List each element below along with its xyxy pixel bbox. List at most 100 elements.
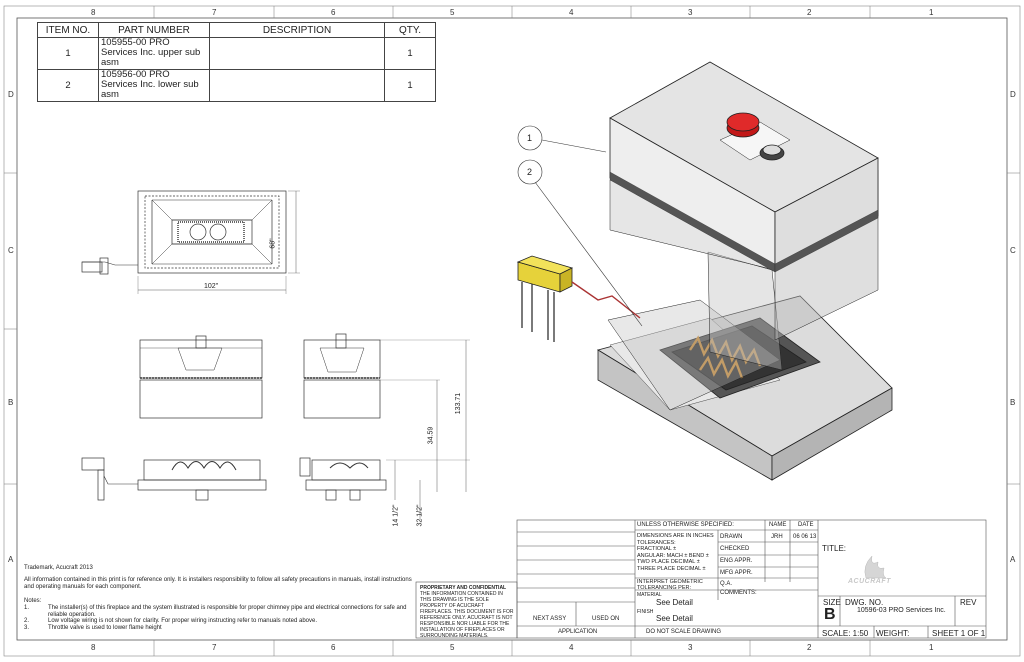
zone-bottom-6: 6 — [331, 643, 336, 652]
tb-size-label: SIZE — [823, 598, 841, 607]
tb-rev-label: REV — [960, 598, 977, 607]
tb-name-header: NAME — [769, 522, 787, 528]
tb-material-value: See Detail — [656, 598, 693, 607]
tb-date-header: DATE — [798, 522, 814, 528]
tb-comments: COMMENTS: — [720, 590, 757, 596]
proprietary-body: THE INFORMATION CONTAINED IN THIS DRAWIN… — [420, 591, 514, 639]
bom-qty: 1 — [384, 69, 436, 102]
zone-bottom-5: 5 — [450, 643, 455, 652]
note-item: 1. The installer(s) of this fireplace an… — [24, 605, 414, 618]
dim-height-total: 133.71 — [455, 392, 463, 415]
notes-title: Notes: — [24, 598, 42, 604]
balloon-2: 2 — [527, 167, 533, 177]
note-item: 2. Low voltage wiring is not shown for c… — [24, 618, 414, 625]
bom-part: 105956-00 PRO Services Inc. lower sub as… — [98, 69, 210, 102]
tb-size: B — [824, 606, 836, 623]
balloon-leaders — [517, 125, 643, 327]
zone-right-d: D — [1010, 90, 1016, 99]
zone-top-4: 4 — [569, 8, 574, 17]
dim-h2: 32 1/2" — [416, 504, 424, 527]
front-view — [139, 333, 470, 492]
title-block-grid — [415, 519, 987, 639]
tb-weight: WEIGHT: — [876, 629, 910, 638]
proprietary-title: PROPRIETARY AND CONFIDENTIAL — [420, 585, 507, 591]
tb-next-assy: NEXT ASSY — [533, 616, 567, 622]
bom-qty: 1 — [384, 37, 436, 70]
dim-width: 102" — [204, 283, 219, 290]
note-number: 1. — [24, 605, 30, 611]
zone-top-8: 8 — [91, 8, 96, 17]
zone-top-6: 6 — [331, 8, 336, 17]
bom-description — [209, 37, 385, 70]
bom-part: 105955-00 PRO Services Inc. upper sub as… — [98, 37, 210, 70]
dim-height-mid: 34.59 — [427, 426, 435, 445]
logo-text: ACUCRAFT — [848, 578, 891, 585]
zone-top-7: 7 — [212, 8, 217, 17]
zone-right-a: A — [1010, 555, 1016, 564]
bom-row: 1 105955-00 PRO Services Inc. upper sub … — [37, 37, 436, 70]
balloon-1: 1 — [527, 133, 533, 143]
zone-top-1: 1 — [929, 8, 934, 17]
note-text: The installer(s) of this fireplace and t… — [48, 605, 407, 618]
tb-unless: UNLESS OTHERWISE SPECIFIED: — [637, 522, 734, 528]
trademark: Trademark, Acucraft 2013 — [24, 565, 93, 571]
dim-h1: 14 1/2" — [392, 504, 400, 527]
zone-bottom-4: 4 — [569, 643, 574, 652]
tb-checked: CHECKED — [720, 546, 750, 552]
tb-dimensions: DIMENSIONS ARE IN INCHES TOLERANCES: FRA… — [637, 533, 714, 572]
bill-of-materials: ITEM NO. PART NUMBER DESCRIPTION QTY. 1 … — [37, 22, 436, 102]
acucraft-logo: ACUCRAFT — [846, 548, 902, 592]
zone-bottom-1: 1 — [929, 643, 934, 652]
zone-bottom-8: 8 — [91, 643, 96, 652]
note-text: Throttle valve is used to lower flame he… — [48, 624, 162, 631]
tb-dwg-no: 10596-03 PRO Services Inc. — [857, 607, 946, 614]
zone-left-a: A — [8, 555, 14, 564]
zone-top-2: 2 — [807, 8, 812, 17]
tb-drawn-name: JRH — [771, 534, 783, 540]
isometric-assembly — [516, 61, 893, 481]
tb-used-on: USED ON — [592, 616, 620, 622]
zone-bottom-7: 7 — [212, 643, 217, 652]
zone-top-5: 5 — [450, 8, 455, 17]
zone-left-d: D — [8, 90, 14, 99]
tb-material: MATERIAL — [637, 592, 662, 598]
flame-logo-icon — [864, 555, 887, 579]
tb-mfg-appr: MFG APPR. — [720, 570, 753, 576]
tb-do-not-scale: DO NOT SCALE DRAWING — [646, 629, 722, 635]
bom-item: 1 — [37, 37, 99, 70]
note-number: 2. — [24, 618, 30, 624]
disclaimer: All information contained in this print … — [24, 577, 412, 590]
zone-left-c: C — [8, 246, 14, 255]
tb-qa: Q.A. — [720, 581, 733, 587]
bom-header-part: PART NUMBER — [98, 22, 210, 38]
zone-right-b: B — [1010, 398, 1016, 407]
zone-top-3: 3 — [688, 8, 693, 17]
bottom-views — [81, 457, 470, 520]
tb-interpret: INTERPRET GEOMETRIC TOLERANCING PER: — [637, 579, 703, 591]
tb-scale: SCALE: 1:50 — [822, 629, 869, 638]
bom-header-description: DESCRIPTION — [209, 22, 385, 38]
tb-finish: FINISH — [637, 609, 654, 615]
tb-title-label: TITLE: — [822, 544, 847, 553]
tb-dwg-label: DWG. NO. — [845, 598, 884, 607]
bom-item: 2 — [37, 69, 99, 102]
tb-eng-appr: ENG APPR. — [720, 558, 753, 564]
tb-sheet: SHEET 1 OF 1 — [932, 629, 986, 638]
dim-depth: 68" — [269, 238, 277, 249]
bom-header-qty: QTY. — [384, 22, 436, 38]
bom-row: 2 105956-00 PRO Services Inc. lower sub … — [37, 69, 436, 102]
zone-bottom-2: 2 — [807, 643, 812, 652]
zone-left-b: B — [8, 398, 14, 407]
notes-list: 1. The installer(s) of this fireplace an… — [24, 605, 414, 631]
note-text: Low voltage wiring is not shown for clar… — [48, 618, 318, 624]
tb-drawn-date: 06 06 13 — [793, 534, 817, 540]
bom-description — [209, 69, 385, 102]
zone-right-c: C — [1010, 246, 1016, 255]
top-view — [81, 190, 300, 294]
zone-bottom-3: 3 — [688, 643, 693, 652]
note-item: 3. Throttle valve is used to lower flame… — [24, 625, 414, 632]
tb-application: APPLICATION — [558, 629, 598, 635]
tb-drawn: DRAWN — [720, 534, 743, 540]
tb-finish-value: See Detail — [656, 614, 693, 623]
